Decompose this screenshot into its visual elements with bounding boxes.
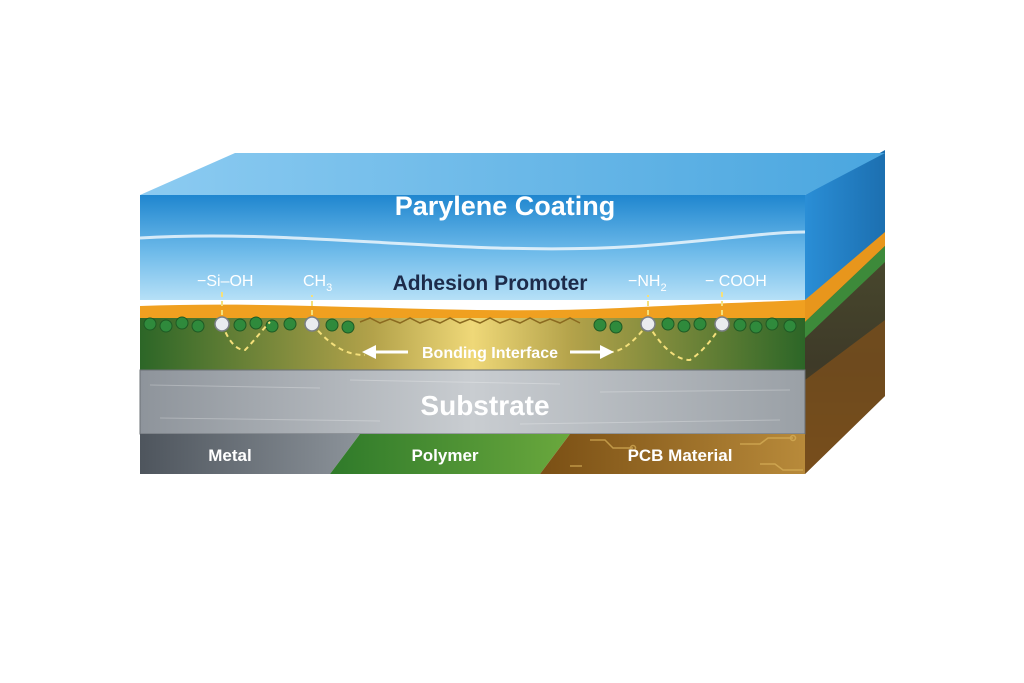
group-si-oh: −Si–OH [197,273,253,290]
interface-zigzag [359,317,581,324]
material-label-polymer: Polymer [411,446,478,465]
material-label-metal: Metal [208,446,251,465]
pcb-segment [540,434,805,474]
coating-top-face [140,153,885,195]
material-label-pcb: PCB Material [628,446,733,465]
group-nh2: −NH2 [628,273,667,294]
group-cooh: − COOH [705,273,767,290]
substrate-brush-texture [149,379,791,425]
group-ch3-sub: 3 [326,282,332,294]
pcb-trace-pattern [570,434,803,471]
material-strip [140,434,805,474]
group-nh2-sub: 2 [660,282,666,294]
block-side-face [805,150,885,474]
polymer-segment [330,434,570,474]
interface-arrows [362,345,614,359]
interface-bead-row [143,316,797,334]
coating-label: Parylene Coating [395,191,616,221]
bond-nodes [214,316,730,332]
adhesion-promoter-layer [140,300,805,322]
substrate-label: Substrate [420,390,549,421]
interface-label: Bonding Interface [422,345,558,362]
promoter-label: Adhesion Promoter [393,272,588,295]
group-ch3: CH3 [303,273,332,294]
substrate-layer [139,369,806,435]
coating-wave-highlight [139,230,806,251]
metal-segment [140,434,360,474]
group-nh2-main: −NH [628,273,660,290]
group-ch3-main: CH [303,273,326,290]
